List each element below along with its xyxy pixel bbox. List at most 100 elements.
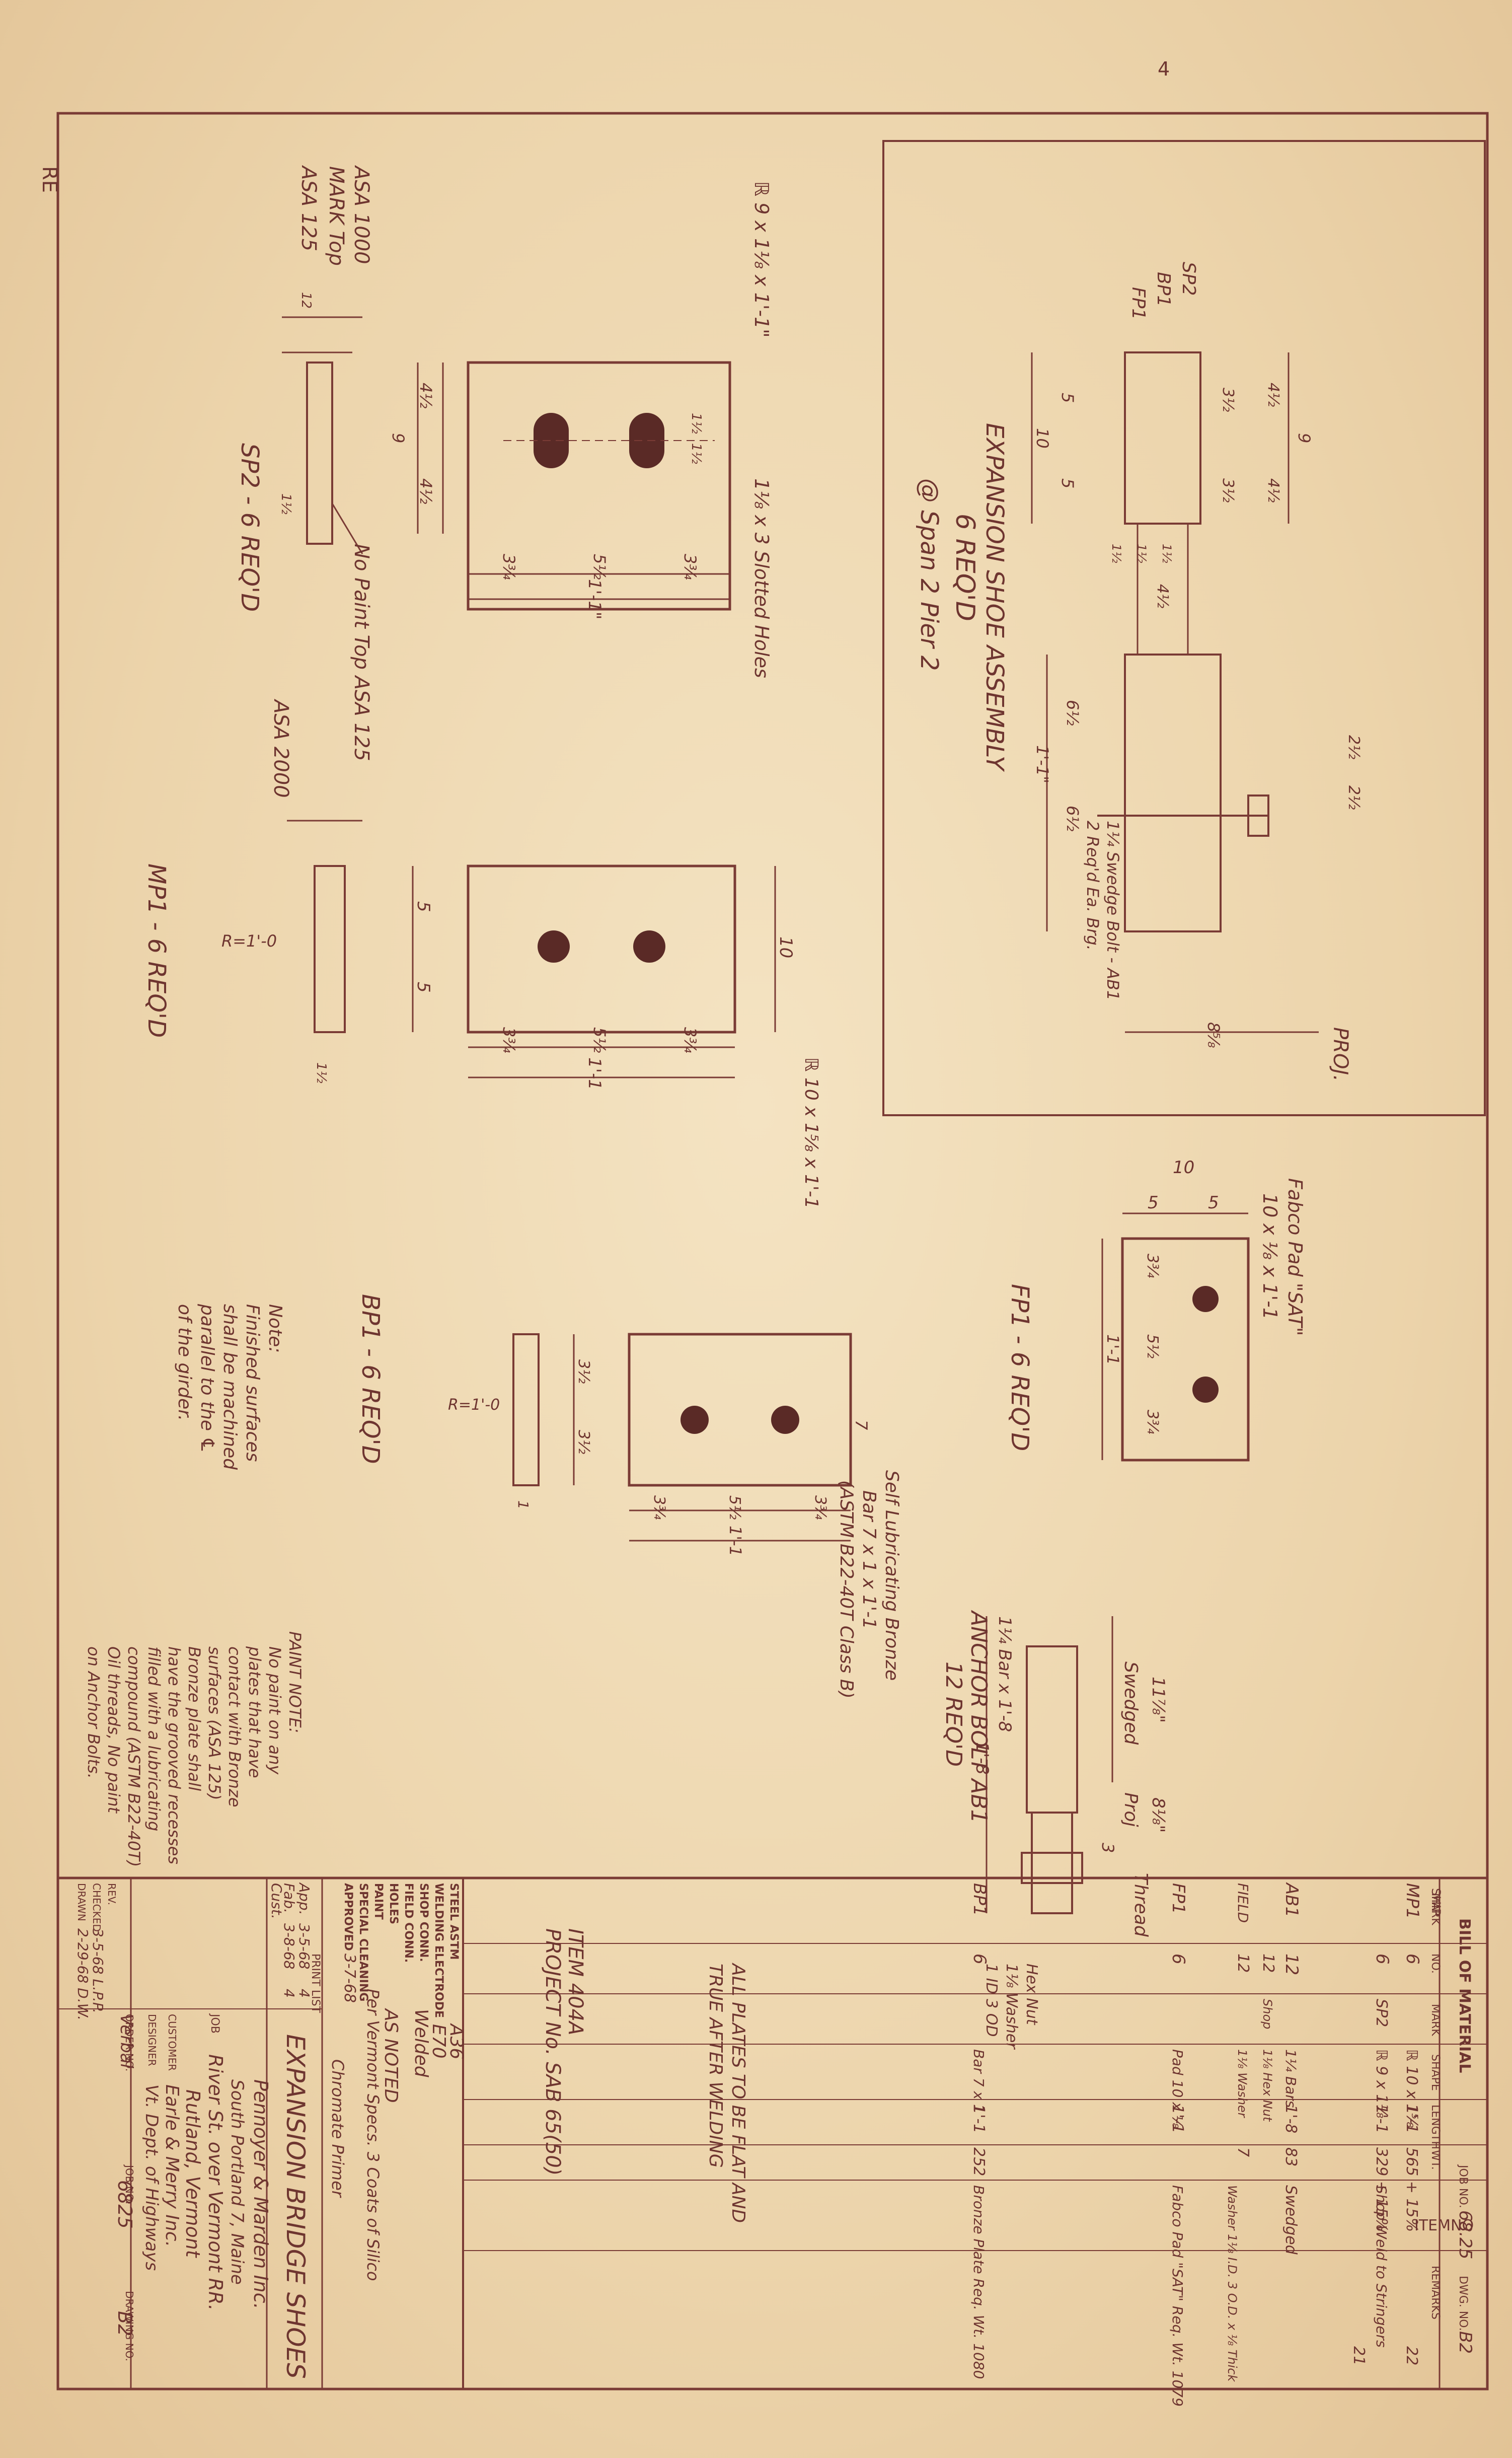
bom-flat-note-2: TRUE AFTER WELDING xyxy=(705,1964,726,2168)
bp1-bronze-2: Bar 7 x 1 x 1'-1 xyxy=(859,1490,879,1629)
bom-row-7-no: 6 xyxy=(969,1954,990,1965)
sp2-asa125: ASA 125 xyxy=(297,165,320,251)
title-checked-label: CHECKED xyxy=(91,1883,103,1932)
title-rev-label: REV. xyxy=(106,1883,118,1905)
mp1-title: MP1 - 6 REQ'D xyxy=(142,863,171,1038)
bom-row-1-wt: 565 + 15% xyxy=(1403,2147,1420,2232)
top-mark: 4 xyxy=(1158,58,1170,80)
bom-total-b: 21 xyxy=(1350,2346,1368,2365)
paint-note-9: Oil threads, No paint xyxy=(104,1646,123,1814)
spec-holes-label: HOLES xyxy=(387,1883,400,1924)
bom-row-6-remarks: Fabco Pad "SAT" Req. Wt. 1079 xyxy=(1169,2185,1186,2407)
paint-note-6: have the grooved recesses xyxy=(165,1646,184,1864)
bp1-dim-e: 5½ xyxy=(726,1495,743,1520)
paint-note-5: Bronze plate shall xyxy=(185,1646,204,1791)
fp1-dim-e: 5½ xyxy=(1144,1334,1161,1358)
bom-row-5-no: 12 xyxy=(1234,1954,1252,1973)
sp2-dim-a: 4½ xyxy=(416,383,435,408)
bom-project: PROJECT No. SAB 65(50) xyxy=(541,1928,564,2176)
spec-steel: A36 xyxy=(446,2023,467,2059)
note-line-2: Finished surfaces xyxy=(242,1304,263,1462)
fp1-hole-1 xyxy=(1192,1286,1219,1312)
bom-row-1-no: 6 xyxy=(1402,1954,1422,1965)
item-tab: ITEMNO xyxy=(1414,2217,1474,2234)
spec-steel-label: STEEL ASTM xyxy=(447,1883,460,1960)
bom-col-header-remarks: REMARKS xyxy=(1429,2266,1442,2320)
title-customer: Earle & Merry Inc. xyxy=(162,2084,182,2247)
sp2-small-12: 12 xyxy=(298,292,314,309)
sp2-asa1000: ASA 1000 xyxy=(350,165,373,264)
bom-heading: BILL OF MATERIAL xyxy=(1456,1918,1473,2073)
bp1-dim-f: 3¾ xyxy=(811,1495,829,1520)
fp1-callout-1: Fabco Pad "SAT" xyxy=(1284,1178,1306,1336)
title-order-label: ORDER NO. xyxy=(123,2014,135,2071)
mp1-dim-g: 1'-1 xyxy=(584,1057,604,1090)
title-jobno: 6825 xyxy=(114,2180,136,2229)
title-firm-2: South Portland 7, Maine xyxy=(227,2079,247,2285)
note-line-5: of the girder. xyxy=(174,1304,195,1421)
bp1-profile xyxy=(512,1333,540,1486)
bom-col-header-mark: MARK xyxy=(1429,1893,1442,1925)
assembly-dim-c: 4½ xyxy=(1264,478,1282,502)
sp2-no-paint: No Paint Top ASA 125 xyxy=(350,544,373,761)
spec-electrode-label: WELDING ELECTRODE xyxy=(432,1883,445,2018)
anchor-thread: Thread xyxy=(1130,1873,1151,1937)
assembly-dim-i: 1½ xyxy=(1109,544,1123,563)
mp1-profile xyxy=(314,865,346,1033)
bom-row-1-shape: ℝ 10 x 1⅝ xyxy=(1403,2049,1420,2128)
fp1-hole-2 xyxy=(1192,1377,1219,1403)
anchor-dim-b: 8⅛" xyxy=(1148,1797,1168,1833)
title-order: Verbal xyxy=(116,2014,136,2069)
bom-row-2-length: 1'-1 xyxy=(1373,2105,1390,2133)
paint-note-8: compound (ASTM B22-40T) xyxy=(124,1646,143,1867)
bp1-dim-b: 3½ xyxy=(575,1430,592,1454)
bom-row-2-no: 6 xyxy=(1372,1954,1392,1965)
bom-dwg-label: DWG. NO. xyxy=(1457,2276,1469,2331)
bom-row-4-shape: 1⅛ Hex Nut xyxy=(1260,2049,1274,2122)
title-drawn: 2-29-68 D.W. xyxy=(74,1928,91,2020)
anchor-title: ANCHOR BOLT AB1 xyxy=(966,1610,992,1824)
bp1-radius: R=1'-0 xyxy=(448,1396,500,1414)
mp1-dim-c: 10 xyxy=(776,936,796,958)
bom-row-7-length: 1'-1 xyxy=(970,2105,988,2133)
bp1-plate xyxy=(628,1333,852,1487)
sp2-slot-2 xyxy=(629,413,664,468)
assembly-dim-m: 6½ xyxy=(1063,700,1082,726)
spec-block: STEEL ASTM A36 WELDING ELECTRODE E70 SHO… xyxy=(328,1883,467,2281)
assembly-dim-l: 4½ xyxy=(1154,584,1171,608)
spec-cleaning-label: SPECIAL CLEANING xyxy=(357,1883,369,2001)
bom-row-3-length: 1'-8 xyxy=(1282,2105,1300,2133)
sp2-small-1-1-2: 1½ xyxy=(278,493,293,515)
fp1-dim-g: 1'-1 xyxy=(1103,1334,1122,1365)
paint-note-10: on Anchor Bolts. xyxy=(84,1646,103,1779)
anchor-swedged: Swedged xyxy=(1120,1661,1141,1745)
sp2-leader-3 xyxy=(331,503,363,554)
note-line-4: parallel to the ℄ xyxy=(197,1304,217,1453)
bom-row-7-shape: Bar 7 x 1 xyxy=(970,2049,987,2113)
title-drawn-label: DRAWN xyxy=(75,1883,88,1921)
assembly-dim-d: 3½ xyxy=(1219,388,1237,412)
bill-of-material: BILL OF MATERIAL JOB NO. 68.25 DWG. NO. … xyxy=(58,1876,1487,2407)
bp1-hole-2 xyxy=(771,1406,799,1434)
bom-col-header-length: LENGTH xyxy=(1429,2105,1442,2149)
assembly-dim-k: 1½ xyxy=(1160,544,1174,563)
title-print-1-date: 3-5-68 xyxy=(296,1923,313,1969)
notes: Note: Finished surfaces shall be machine… xyxy=(84,1304,305,1867)
paint-note-0: PAINT NOTE: xyxy=(285,1631,305,1733)
anchor-dim-a: 11⅞" xyxy=(1148,1677,1168,1723)
fp1-callout-2: 10 x ⅛ x 1'-1 xyxy=(1259,1193,1281,1320)
sp2-plate xyxy=(467,361,731,611)
assembly-bolt-note-2: 2 Req'd Ea. Brg. xyxy=(1083,821,1102,951)
note-line-3: shall be machined xyxy=(219,1304,240,1470)
paint-note-1: No paint on any xyxy=(265,1646,284,1775)
title-designer: Vt. Dept. of Highways xyxy=(141,2084,162,2271)
title-job: River St. over Vermont RR. xyxy=(204,2054,226,2311)
mp1-dim-e: 5½ xyxy=(590,1027,609,1053)
sp2-callout-plate: ℝ 9 x 1⅛ x 1'-1" xyxy=(750,181,773,338)
bom-row-1-mark: MP1 xyxy=(1402,1883,1422,1919)
mp1-view: ASA 2000 R=1'-0 MP1 - 6 REQ'D ℝ 10 x 1⅝ … xyxy=(142,698,821,1209)
title-drawing-title: EXPANSION BRIDGE SHOES xyxy=(281,2034,310,2379)
title-designer-label: DESIGNER xyxy=(146,2014,158,2066)
bom-row-1-length: 1'-1 xyxy=(1403,2105,1420,2133)
